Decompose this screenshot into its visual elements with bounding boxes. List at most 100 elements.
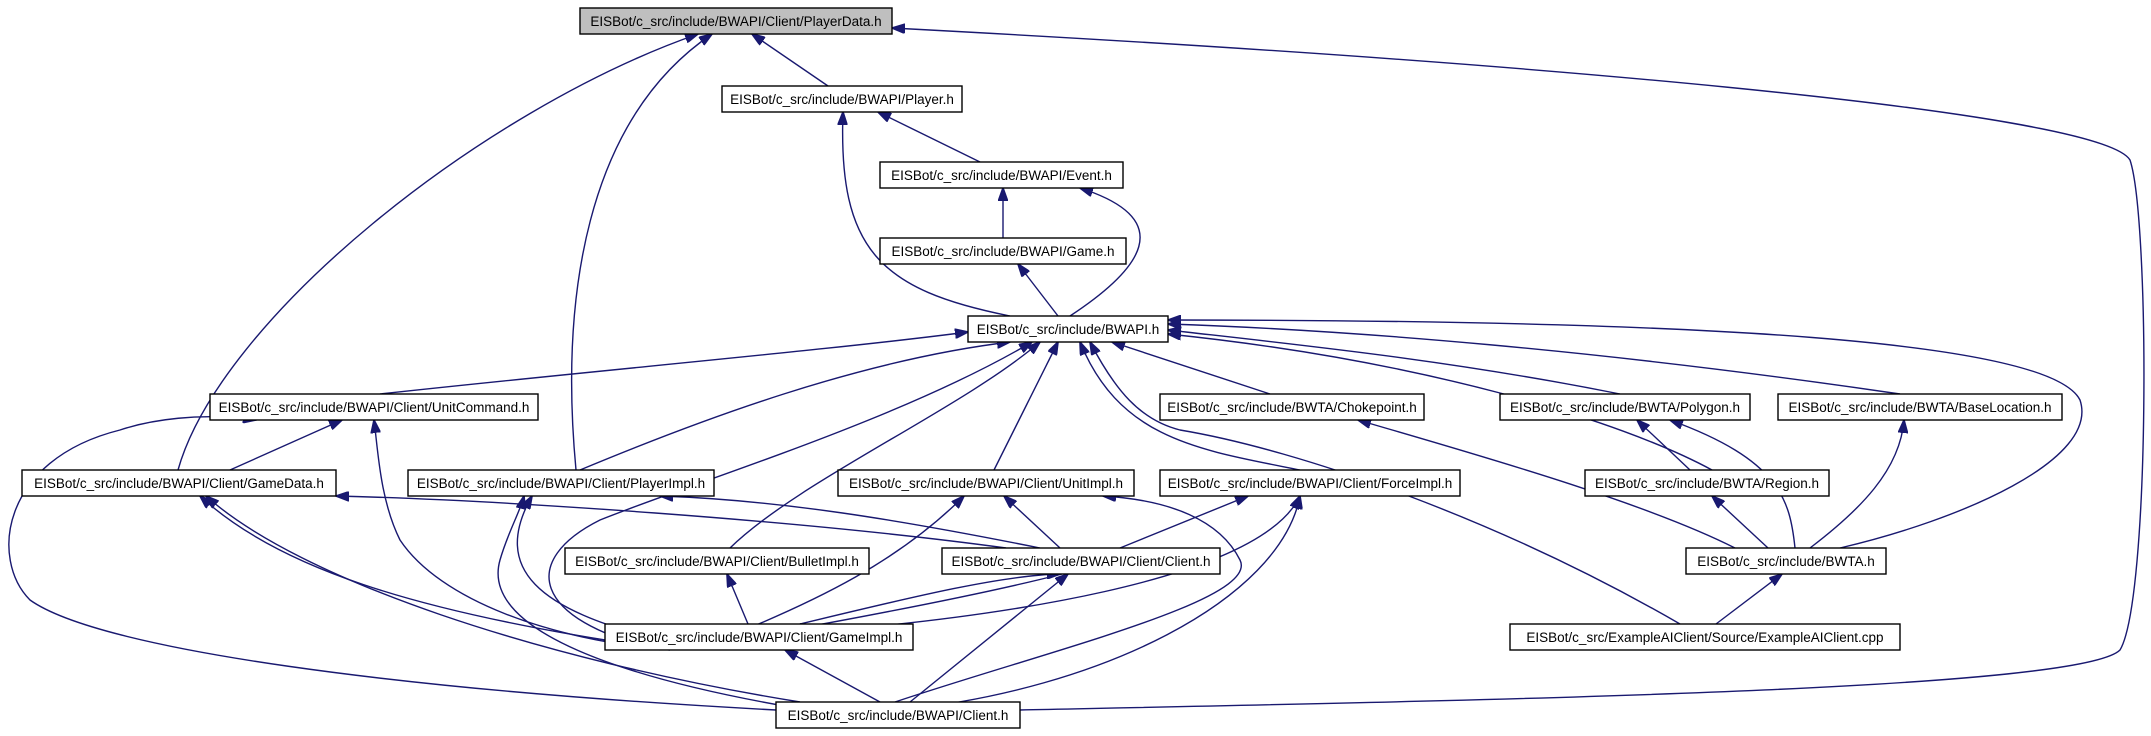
node-label-baselocation: EISBot/c_src/include/BWTA/BaseLocation.h bbox=[1788, 400, 2051, 415]
edge-unitcommand-to-bwapi bbox=[379, 332, 968, 395]
node-forceimpl[interactable]: EISBot/c_src/include/BWAPI/Client/ForceI… bbox=[1159, 469, 1461, 497]
node-label-gameimpl: EISBot/c_src/include/BWAPI/Client/GameIm… bbox=[616, 630, 903, 645]
node-label-region: EISBot/c_src/include/BWTA/Region.h bbox=[1595, 476, 1819, 491]
node-box-playerimpl[interactable] bbox=[407, 469, 715, 497]
node-exampleai[interactable]: EISBot/c_src/ExampleAIClient/Source/Exam… bbox=[1509, 623, 1901, 651]
node-gameimpl[interactable]: EISBot/c_src/include/BWAPI/Client/GameIm… bbox=[604, 623, 914, 651]
node-box-unitimpl[interactable] bbox=[837, 469, 1135, 497]
node-label-game: EISBot/c_src/include/BWAPI/Game.h bbox=[891, 244, 1114, 259]
edge-baselocation-to-bwapi bbox=[1168, 324, 1901, 395]
node-box-region[interactable] bbox=[1584, 469, 1830, 497]
node-label-exampleai: EISBot/c_src/ExampleAIClient/Source/Exam… bbox=[1526, 630, 1883, 645]
edge-player-to-playerdata bbox=[752, 34, 829, 87]
node-box-bwta[interactable] bbox=[1685, 547, 1887, 575]
edge-bwapiclient-to-unitcommand bbox=[8, 417, 777, 711]
node-box-playerdata[interactable] bbox=[579, 7, 893, 35]
node-unitimpl[interactable]: EISBot/c_src/include/BWAPI/Client/UnitIm… bbox=[837, 469, 1135, 497]
node-gamedata[interactable]: EISBot/c_src/include/BWAPI/Client/GameDa… bbox=[21, 469, 337, 497]
edge-client_h-to-gamedata bbox=[336, 496, 1007, 549]
node-game[interactable]: EISBot/c_src/include/BWAPI/Game.h bbox=[879, 237, 1127, 265]
node-label-chokepoint: EISBot/c_src/include/BWTA/Chokepoint.h bbox=[1167, 400, 1417, 415]
node-playerimpl[interactable]: EISBot/c_src/include/BWAPI/Client/Player… bbox=[407, 469, 715, 497]
edge-exampleai-to-bwapi bbox=[1090, 342, 1681, 625]
node-bwapi[interactable]: EISBot/c_src/include/BWAPI.h bbox=[967, 315, 1169, 343]
edge-gameimpl-to-unitcommand bbox=[374, 420, 671, 651]
edge-gameimpl-to-client_h bbox=[799, 574, 1060, 625]
edge-gameimpl-to-bwapi bbox=[548, 342, 1032, 651]
node-box-client_h[interactable] bbox=[941, 547, 1221, 575]
node-player[interactable]: EISBot/c_src/include/BWAPI/Player.h bbox=[721, 85, 963, 113]
edge-bwapiclient-to-unitimpl bbox=[894, 496, 1243, 703]
node-region[interactable]: EISBot/c_src/include/BWTA/Region.h bbox=[1584, 469, 1830, 497]
edge-playerimpl-to-bwapi bbox=[579, 342, 1010, 471]
node-bulletimpl[interactable]: EISBot/c_src/include/BWAPI/Client/Bullet… bbox=[564, 547, 870, 575]
edge-polygon-to-bwapi bbox=[1168, 330, 1621, 395]
node-box-baselocation[interactable] bbox=[1777, 393, 2063, 421]
edge-client_h-to-playerimpl bbox=[660, 496, 1041, 549]
edge-bwapi-to-player bbox=[843, 112, 1011, 317]
edge-bwapiclient-to-gamedata bbox=[206, 496, 801, 703]
node-box-player[interactable] bbox=[721, 85, 963, 113]
node-box-event[interactable] bbox=[879, 161, 1124, 189]
edge-gameimpl-to-bulletimpl bbox=[727, 574, 749, 625]
edge-gameimpl-to-gamedata bbox=[200, 496, 606, 641]
edge-bwapiclient-to-playerdata bbox=[892, 28, 2145, 711]
node-label-client_h: EISBot/c_src/include/BWAPI/Client/Client… bbox=[951, 554, 1210, 569]
node-box-gameimpl[interactable] bbox=[604, 623, 914, 651]
node-box-game[interactable] bbox=[879, 237, 1127, 265]
node-box-polygon[interactable] bbox=[1499, 393, 1751, 421]
edge-event-to-player bbox=[878, 112, 981, 163]
edge-unitimpl-to-bwapi bbox=[993, 342, 1058, 471]
edge-region-to-polygon bbox=[1637, 420, 1691, 471]
edge-playerimpl-to-playerdata bbox=[570, 34, 712, 471]
edge-bwapiclient-to-playerimpl bbox=[497, 496, 821, 713]
edge-bwta-to-bwapi bbox=[1168, 320, 2083, 549]
edge-bwapi-to-game bbox=[1018, 264, 1059, 317]
edge-bwapiclient-to-client_h bbox=[909, 574, 1068, 703]
node-label-event: EISBot/c_src/include/BWAPI/Event.h bbox=[891, 168, 1112, 183]
edge-bwta-to-baselocation bbox=[1809, 420, 1904, 549]
node-bwta[interactable]: EISBot/c_src/include/BWTA.h bbox=[1685, 547, 1887, 575]
node-baselocation[interactable]: EISBot/c_src/include/BWTA/BaseLocation.h bbox=[1777, 393, 2063, 421]
node-label-playerdata: EISBot/c_src/include/BWAPI/Client/Player… bbox=[590, 14, 881, 29]
node-label-bwapiclient: EISBot/c_src/include/BWAPI/Client.h bbox=[788, 708, 1009, 723]
node-chokepoint[interactable]: EISBot/c_src/include/BWTA/Chokepoint.h bbox=[1159, 393, 1425, 421]
edge-client_h-to-gameimpl bbox=[790, 573, 1063, 630]
node-polygon[interactable]: EISBot/c_src/include/BWTA/Polygon.h bbox=[1499, 393, 1751, 421]
edge-bwta-to-region bbox=[1712, 496, 1769, 549]
node-label-forceimpl: EISBot/c_src/include/BWAPI/Client/ForceI… bbox=[1168, 476, 1453, 491]
edge-layer bbox=[8, 28, 2145, 713]
node-playerdata[interactable]: EISBot/c_src/include/BWAPI/Client/Player… bbox=[579, 7, 893, 35]
node-bwapiclient[interactable]: EISBot/c_src/include/BWAPI/Client.h bbox=[775, 701, 1021, 729]
edge-client_h-to-forceimpl bbox=[1119, 496, 1248, 549]
node-label-player: EISBot/c_src/include/BWAPI/Player.h bbox=[730, 92, 954, 107]
edge-forceimpl-to-bwapi bbox=[1080, 342, 1301, 471]
node-box-gamedata[interactable] bbox=[21, 469, 337, 497]
node-box-exampleai[interactable] bbox=[1509, 623, 1901, 651]
node-label-unitcommand: EISBot/c_src/include/BWAPI/Client/UnitCo… bbox=[219, 400, 530, 415]
node-box-bulletimpl[interactable] bbox=[564, 547, 870, 575]
node-box-bwapi[interactable] bbox=[967, 315, 1169, 343]
node-box-bwapiclient[interactable] bbox=[775, 701, 1021, 729]
node-box-unitcommand[interactable] bbox=[209, 393, 539, 421]
node-label-polygon: EISBot/c_src/include/BWTA/Polygon.h bbox=[1510, 400, 1740, 415]
node-box-forceimpl[interactable] bbox=[1159, 469, 1461, 497]
edge-chokepoint-to-bwapi bbox=[1112, 342, 1271, 395]
node-event[interactable]: EISBot/c_src/include/BWAPI/Event.h bbox=[879, 161, 1124, 189]
node-label-bulletimpl: EISBot/c_src/include/BWAPI/Client/Bullet… bbox=[575, 554, 859, 569]
node-unitcommand[interactable]: EISBot/c_src/include/BWAPI/Client/UnitCo… bbox=[209, 393, 539, 421]
node-label-gamedata: EISBot/c_src/include/BWAPI/Client/GameDa… bbox=[34, 476, 324, 491]
node-label-unitimpl: EISBot/c_src/include/BWAPI/Client/UnitIm… bbox=[849, 476, 1123, 491]
node-box-chokepoint[interactable] bbox=[1159, 393, 1425, 421]
node-layer: EISBot/c_src/include/BWAPI/Client/Player… bbox=[21, 7, 2063, 729]
edge-client_h-to-unitimpl bbox=[1004, 496, 1061, 549]
edge-bwapiclient-to-gameimpl bbox=[785, 650, 881, 703]
edge-exampleai-to-bwta bbox=[1715, 574, 1782, 625]
edge-gamedata-to-playerdata bbox=[177, 34, 698, 471]
edge-bwta-to-chokepoint bbox=[1358, 420, 1736, 549]
node-label-bwapi: EISBot/c_src/include/BWAPI.h bbox=[977, 322, 1160, 337]
node-label-playerimpl: EISBot/c_src/include/BWAPI/Client/Player… bbox=[417, 476, 705, 491]
node-client_h[interactable]: EISBot/c_src/include/BWAPI/Client/Client… bbox=[941, 547, 1221, 575]
edge-bwapiclient-to-forceimpl bbox=[899, 496, 1300, 711]
